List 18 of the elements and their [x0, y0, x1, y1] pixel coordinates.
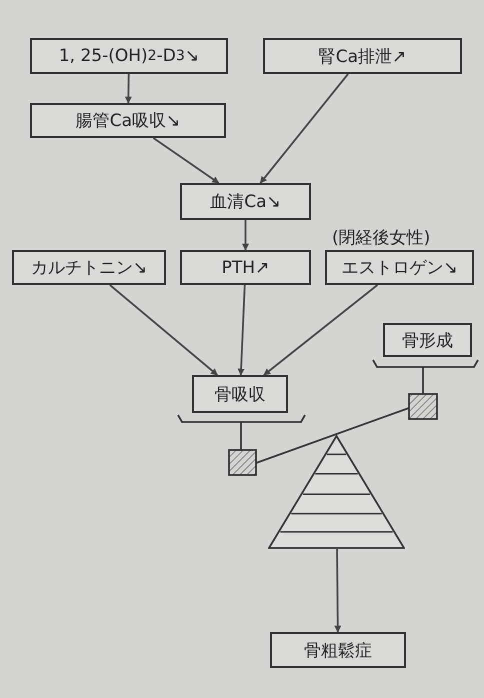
process-box: 骨吸収	[192, 375, 288, 413]
arrow	[334, 549, 342, 633]
arrow	[260, 73, 349, 184]
arrow	[152, 137, 220, 184]
process-box: 骨形成	[383, 323, 472, 357]
process-box: 血清Ca↘	[180, 183, 311, 220]
process-box: エストロゲン↘	[325, 250, 474, 285]
arrow	[238, 284, 246, 376]
arrow	[124, 74, 132, 104]
arrow	[242, 220, 249, 251]
process-box: 腸管Ca吸収↘	[30, 103, 226, 138]
process-box: 骨粗鬆症	[270, 632, 406, 668]
process-box: 腎Ca排泄↗	[263, 38, 462, 74]
arrow	[263, 284, 378, 376]
arrow	[109, 284, 218, 376]
note-text: (閉経後女性)	[332, 227, 430, 249]
process-box: カルチトニン↘	[12, 250, 166, 285]
process-box: PTH↗	[180, 250, 311, 285]
